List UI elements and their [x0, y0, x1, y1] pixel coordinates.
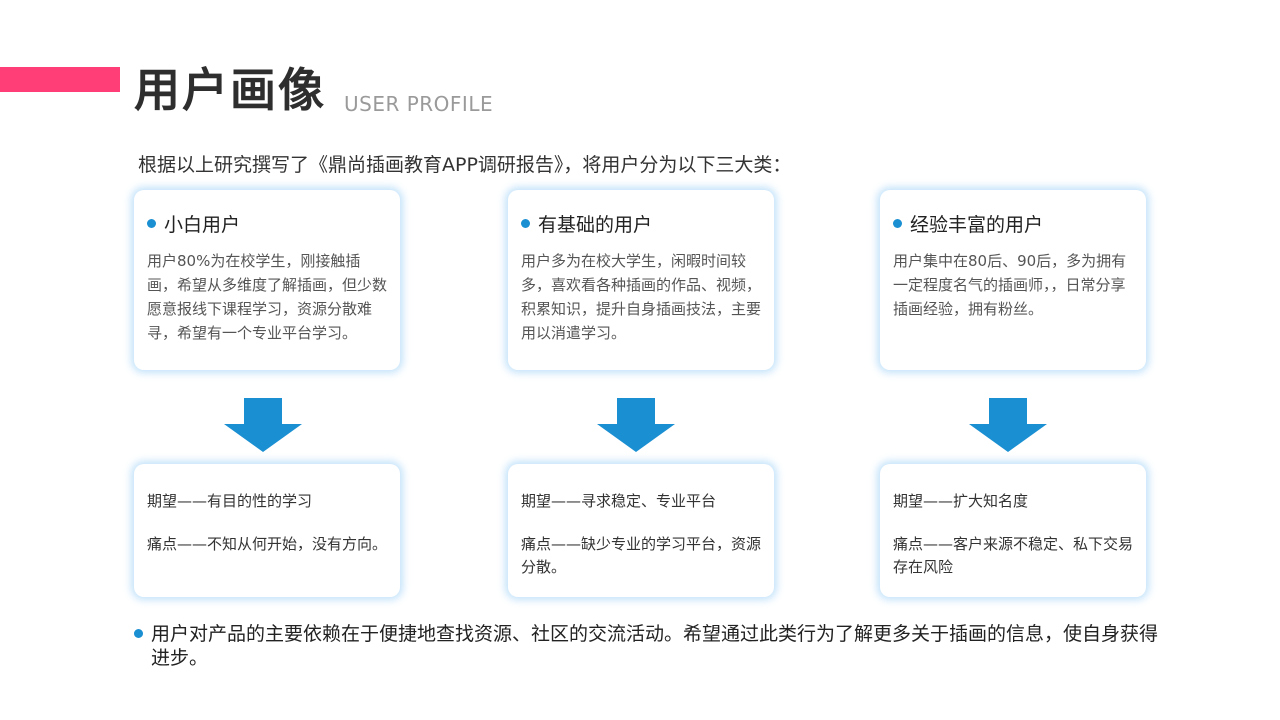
down-arrow-icon — [597, 398, 675, 452]
expectation-text: 期望——有目的性的学习 — [147, 492, 313, 510]
pain-point-text: 痛点——客户来源不稳定、私下交易存在风险 — [893, 535, 1134, 576]
page-subtitle: USER PROFILE — [344, 92, 494, 116]
pain-point-text: 痛点——不知从何开始，没有方向。 — [147, 535, 388, 553]
down-arrow-icon — [969, 398, 1047, 452]
down-arrow-icon — [224, 398, 302, 452]
expectation-card-experienced: 期望——扩大知名度 痛点——客户来源不稳定、私下交易存在风险 — [880, 464, 1146, 597]
card-description: 用户80%为在校学生，刚接触插画，希望从多维度了解插画，但少数愿意报线下课程学习… — [147, 252, 388, 342]
page-title: 用户画像 — [134, 63, 326, 117]
expectation-text: 期望——寻求稳定、专业平台 — [521, 492, 717, 510]
card-heading: 小白用户 — [147, 210, 388, 237]
user-type-card-basic: 有基础的用户 用户多为在校大学生，闲暇时间较多，喜欢看各种插画的作品、视频，积累… — [508, 190, 774, 370]
accent-bar — [0, 67, 120, 92]
card-description: 用户集中在80后、90后，多为拥有一定程度名气的插画师，，日常分享插画经验，拥有… — [893, 252, 1127, 318]
card-description: 用户多为在校大学生，闲暇时间较多，喜欢看各种插画的作品、视频，积累知识，提升自身… — [521, 252, 762, 342]
expectation-text: 期望——扩大知名度 — [893, 492, 1029, 510]
user-type-card-experienced: 经验丰富的用户 用户集中在80后、90后，多为拥有一定程度名气的插画师，，日常分… — [880, 190, 1146, 370]
card-title: 有基础的用户 — [538, 214, 653, 236]
expectation-card-novice: 期望——有目的性的学习 痛点——不知从何开始，没有方向。 — [134, 464, 400, 597]
bullet-dot-icon — [134, 629, 143, 638]
card-heading: 经验丰富的用户 — [893, 210, 1134, 237]
pain-point-text: 痛点——缺少专业的学习平台，资源分散。 — [521, 535, 762, 576]
card-heading: 有基础的用户 — [521, 210, 762, 237]
summary: 用户对产品的主要依赖在于便捷地查找资源、社区的交流活动。希望通过此类行为了解更多… — [134, 622, 1164, 670]
expectation-card-basic: 期望——寻求稳定、专业平台 痛点——缺少专业的学习平台，资源分散。 — [508, 464, 774, 597]
bullet-dot-icon — [893, 219, 902, 228]
card-title: 小白用户 — [164, 214, 241, 236]
user-type-card-novice: 小白用户 用户80%为在校学生，刚接触插画，希望从多维度了解插画，但少数愿意报线… — [134, 190, 400, 370]
card-title: 经验丰富的用户 — [910, 214, 1044, 236]
intro-text: 根据以上研究撰写了《鼎尚插画教育APP调研报告》，将用户分为以下三大类： — [138, 154, 792, 176]
bullet-dot-icon — [147, 219, 156, 228]
summary-text: 用户对产品的主要依赖在于便捷地查找资源、社区的交流活动。希望通过此类行为了解更多… — [151, 623, 1159, 669]
bullet-dot-icon — [521, 219, 530, 228]
